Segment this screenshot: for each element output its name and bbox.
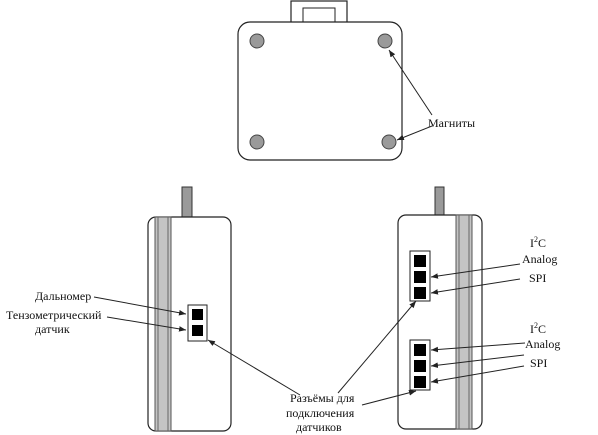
left-case-antenna — [181, 186, 193, 218]
spi-top-arrow — [430, 278, 521, 295]
i2c-bottom-label: I2C — [530, 321, 546, 336]
right-case-antenna — [434, 186, 445, 218]
connectors-arrow-left — [207, 339, 301, 396]
connectors-label-line3: датчиков — [296, 420, 342, 434]
rangefinder-arrow — [93, 296, 187, 316]
spi-bottom-label: SPI — [530, 356, 547, 370]
right-connector-top-pin — [414, 287, 426, 299]
magnet-bottom-left — [249, 134, 265, 150]
strain-gauge-arrow — [106, 316, 187, 332]
analog-bottom-label: Analog — [525, 337, 560, 351]
left-case — [147, 186, 232, 432]
connectors-label-line1: Разъёмы для — [290, 391, 355, 405]
spi-top-label: SPI — [529, 271, 546, 285]
left-connector-pin — [192, 325, 203, 336]
magnets-arrow-upper — [388, 49, 433, 116]
right-case-rail — [455, 214, 473, 430]
magnet-top-right — [377, 33, 393, 49]
strain-gauge-label-line2: датчик — [35, 322, 70, 336]
magnets-arrow-lower — [396, 125, 433, 141]
i2c-top-label: I2C — [530, 235, 546, 250]
connectors-arrow-right — [361, 390, 417, 406]
i2c-top-arrow — [430, 263, 521, 279]
analog-top-label: Analog — [522, 252, 557, 266]
left-case-rail — [154, 216, 172, 432]
top-case-body — [237, 21, 403, 161]
right-connector-top-pin — [414, 271, 426, 283]
top-case — [237, 0, 403, 161]
right-connector-bottom-pin — [414, 344, 426, 356]
top-case-tab-slot — [302, 7, 336, 24]
i2c-bottom-arrow — [430, 342, 526, 353]
spi-bottom-arrow — [430, 365, 525, 384]
right-connector-bottom-pin — [414, 376, 426, 388]
left-connector-pin — [192, 309, 203, 320]
magnet-bottom-right — [381, 134, 397, 150]
right-connector-top-pin — [414, 255, 426, 267]
magnet-top-left — [249, 33, 265, 49]
right-connector-bottom-pin — [414, 360, 426, 372]
strain-gauge-label-line1: Тензометрический — [6, 308, 102, 322]
analog-bottom-arrow — [430, 354, 525, 368]
magnets-label: Магниты — [428, 116, 475, 130]
rangefinder-label: Дальномер — [35, 289, 91, 303]
connectors-arrow-up — [337, 300, 417, 394]
connectors-label-line2: подключения — [286, 406, 355, 420]
